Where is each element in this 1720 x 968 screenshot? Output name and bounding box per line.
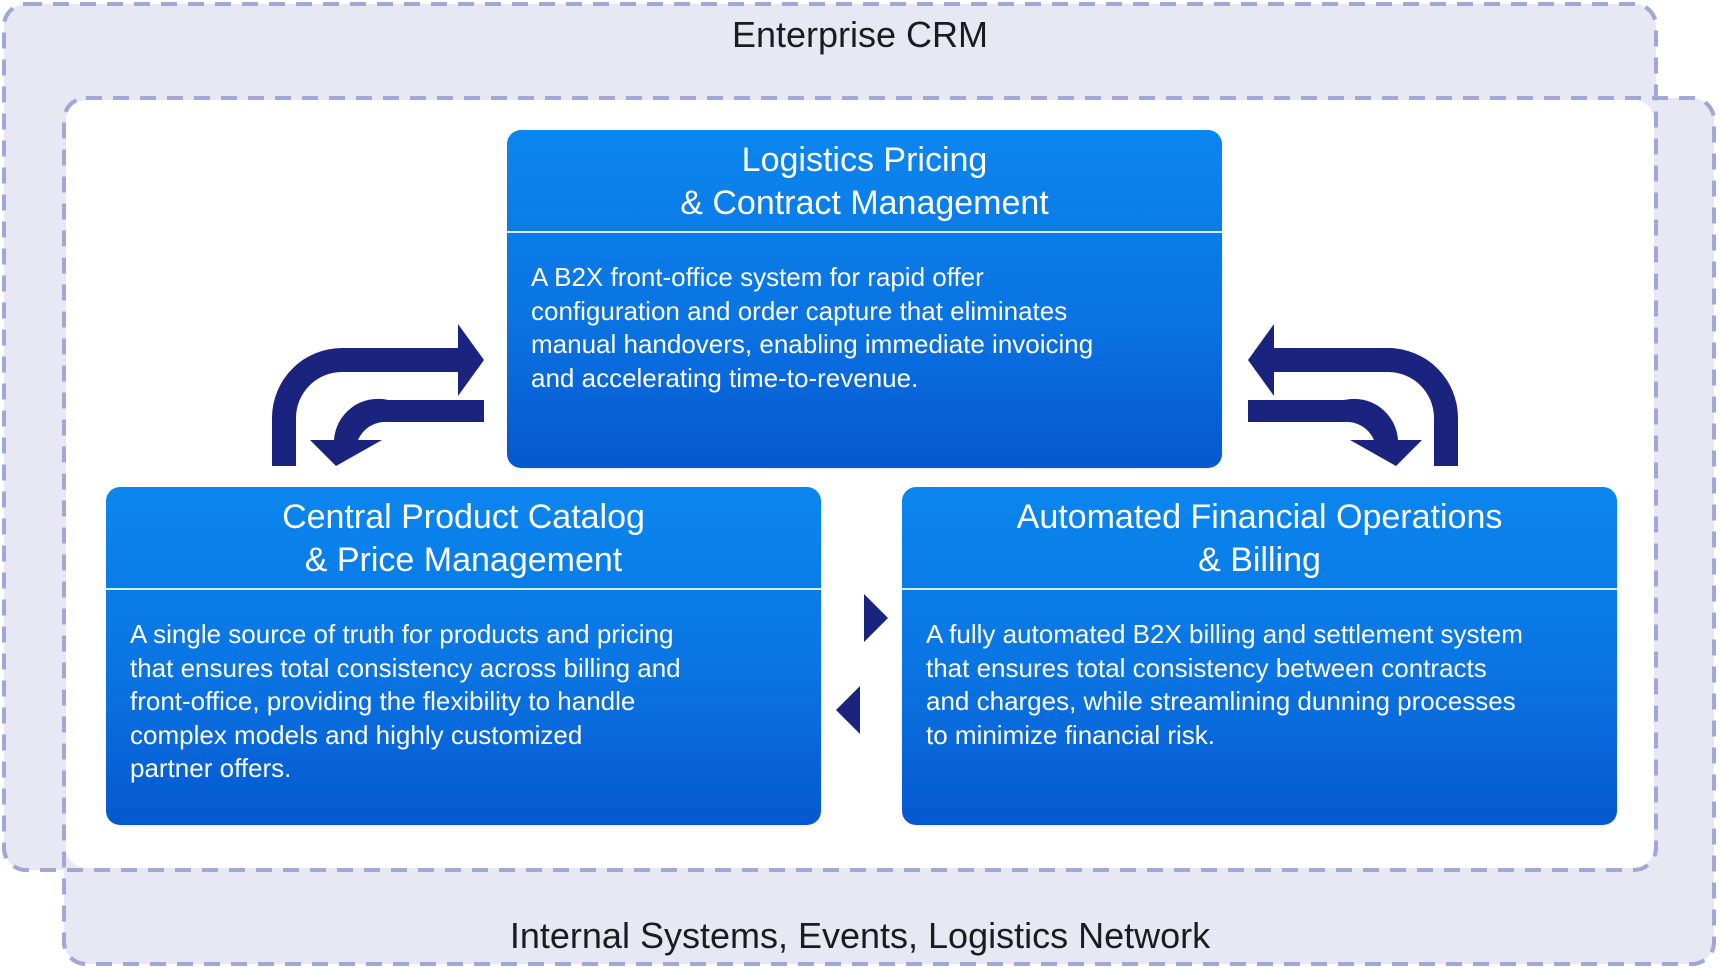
box-logistics-pricing-title: Logistics Pricing & Contract Management	[507, 130, 1222, 233]
box-logistics-pricing: Logistics Pricing & Contract Management …	[507, 130, 1222, 468]
arrow-catalog-to-pricing	[272, 324, 484, 466]
region-label-enterprise-crm: Enterprise CRM	[731, 14, 989, 55]
region-label-internal-systems: Internal Systems, Events, Logistics Netw…	[509, 915, 1211, 956]
box-financial-billing-description: A fully automated B2X billing and settle…	[926, 619, 1523, 750]
arrow-billing-to-catalog	[836, 686, 860, 734]
region-internal-systems-border	[62, 96, 1716, 966]
arrow-billing-to-pricing	[1248, 324, 1458, 466]
box-product-catalog-description: A single source of truth for products an…	[130, 619, 681, 783]
box-product-catalog-title: Central Product Catalog & Price Manageme…	[106, 487, 821, 590]
box-product-catalog: Central Product Catalog & Price Manageme…	[106, 487, 821, 825]
box-logistics-pricing-title-line1: Logistics Pricing	[741, 140, 988, 179]
box-financial-billing: Automated Financial Operations & Billing…	[902, 487, 1617, 825]
region-enterprise-crm-border	[2, 2, 1658, 872]
box-financial-billing-title-line2: & Billing	[1198, 540, 1321, 579]
box-product-catalog-title-line1: Central Product Catalog	[282, 497, 645, 536]
box-product-catalog-title-line2: & Price Management	[304, 540, 623, 579]
box-financial-billing-title-line1: Automated Financial Operations	[1016, 497, 1503, 536]
box-financial-billing-title: Automated Financial Operations & Billing	[902, 487, 1617, 590]
box-logistics-pricing-description: A B2X front-office system for rapid offe…	[531, 262, 1094, 393]
arrow-pricing-to-catalog	[310, 398, 484, 466]
arrow-pricing-to-billing	[1248, 398, 1422, 466]
arrow-catalog-to-billing	[864, 594, 888, 642]
box-logistics-pricing-title-line2: & Contract Management	[680, 183, 1049, 222]
